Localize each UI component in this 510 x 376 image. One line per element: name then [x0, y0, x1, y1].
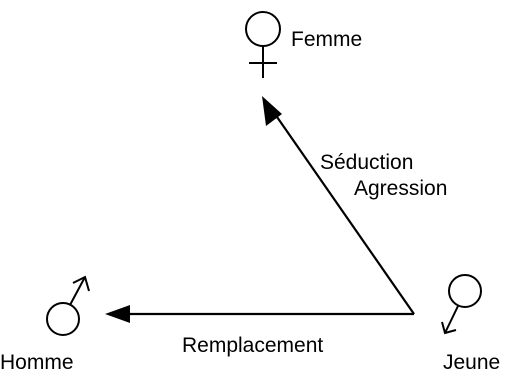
edge-label-remplacement: Remplacement: [182, 334, 324, 357]
young-male-symbol-icon: [441, 274, 482, 335]
node-label-jeune: Jeune: [443, 351, 501, 374]
female-symbol-icon: [245, 11, 281, 78]
male-symbol-icon: [46, 275, 90, 336]
edge-label-seduction: Séduction: [320, 151, 414, 174]
arrow-jeune-to-femme: [262, 96, 415, 315]
edge-label-agression: Agression: [354, 177, 448, 200]
node-label-homme: Homme: [0, 351, 74, 374]
arrow-jeune-to-homme: [105, 305, 414, 323]
node-label-femme: Femme: [291, 28, 363, 51]
